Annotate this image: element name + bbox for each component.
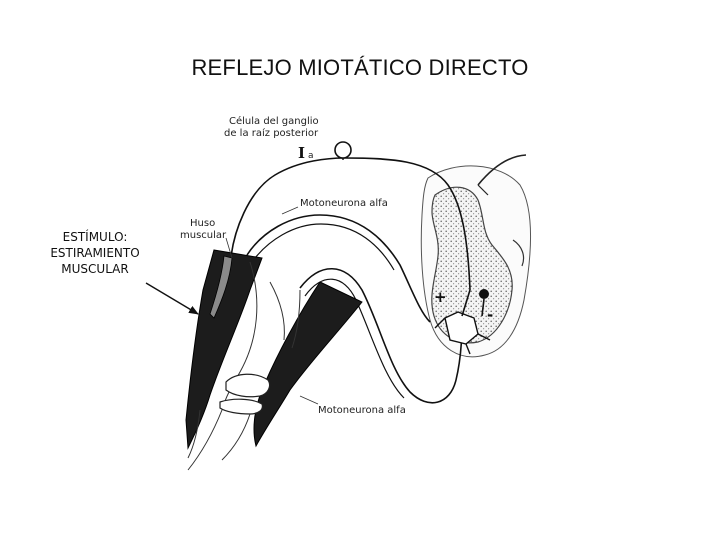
stimulus-arrow bbox=[146, 283, 198, 314]
spindle-label-line2: muscular bbox=[180, 230, 227, 241]
fiber-type-ia-sub: a bbox=[308, 151, 314, 161]
spindle-label-line1: Huso bbox=[190, 218, 215, 229]
motoneuron-upper-label: Motoneurona alfa bbox=[300, 198, 388, 209]
inhibitory-sign: - bbox=[487, 306, 493, 324]
ganglion-cell bbox=[335, 142, 351, 158]
lower-limb-outline-2 bbox=[222, 414, 250, 460]
motoneuron-upper-path-2 bbox=[252, 224, 394, 270]
motoneuron-lower-label: Motoneurona alfa bbox=[318, 405, 406, 416]
ganglion-label-line1: Célula del ganglio bbox=[229, 115, 319, 127]
upper-limb-outline-2 bbox=[270, 282, 284, 340]
flexor-muscle bbox=[254, 282, 362, 446]
ganglion-label-line2: de la raíz posterior bbox=[224, 127, 319, 139]
motoneuron-lower-leader bbox=[300, 396, 318, 404]
knee-joint-lower bbox=[220, 399, 262, 414]
motoneuron-upper-leader bbox=[282, 207, 298, 214]
inhibitory-interneuron bbox=[479, 289, 489, 299]
knee-joint-upper bbox=[226, 374, 270, 397]
excitatory-sign: + bbox=[434, 288, 447, 306]
fiber-type-ia: I bbox=[298, 144, 305, 162]
